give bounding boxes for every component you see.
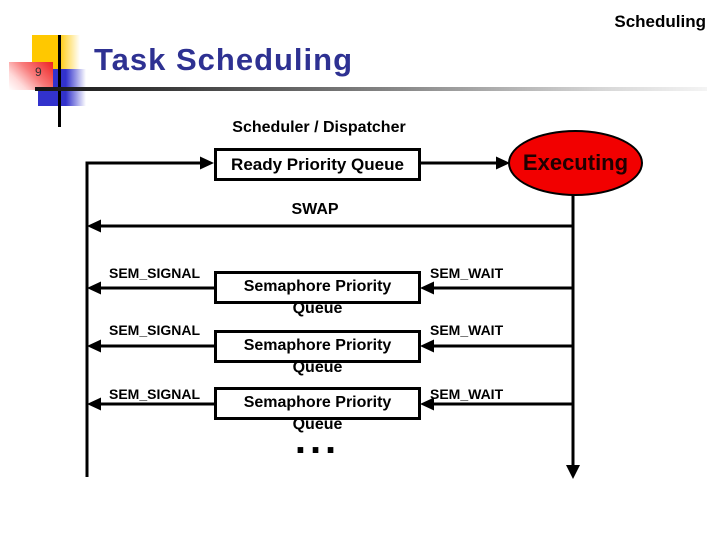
more-queues-ellipsis: ... xyxy=(294,418,341,462)
semaphore-queue-line1: Semaphore Priority xyxy=(243,337,392,354)
slide-title: Task Scheduling xyxy=(94,42,354,77)
sem-signal-arrowhead-1 xyxy=(87,281,101,295)
sem-wait-label: SEM_WAIT xyxy=(430,386,504,402)
semaphore-queue-box-fill xyxy=(214,330,421,363)
sem-wait-arrowhead-1 xyxy=(420,281,434,295)
semaphore-queue-line2: Queue xyxy=(292,416,343,433)
right-rail-down-arrowhead xyxy=(566,465,580,479)
semaphore-queue-line2: Queue xyxy=(292,359,343,376)
semaphore-queue-box-label: Semaphore Priority Queue xyxy=(214,276,421,320)
swap-label: SWAP xyxy=(291,201,339,218)
sem-signal-arrowhead-2 xyxy=(87,339,101,353)
semaphore-queue-box-border xyxy=(214,387,421,420)
arrow-to-executing-head xyxy=(496,156,510,170)
semaphore-queue-box-fill xyxy=(214,271,421,304)
executing-ellipse: Executing xyxy=(508,130,643,196)
sem-wait-label: SEM_WAIT xyxy=(430,322,504,338)
ready-priority-queue-box: Ready Priority Queue xyxy=(214,148,421,181)
semaphore-queue-line1: Semaphore Priority xyxy=(243,394,392,411)
section-header: Scheduling xyxy=(614,12,706,31)
swap-arrowhead xyxy=(87,219,101,233)
sem-signal-label: SEM_SIGNAL xyxy=(108,265,200,281)
decoration-red-square: 9 xyxy=(9,62,53,90)
semaphore-queue-line2: Queue xyxy=(292,300,343,317)
sem-wait-label: SEM_WAIT xyxy=(430,265,504,281)
semaphore-queue-box-fill xyxy=(214,387,421,420)
decoration-vertical-line xyxy=(58,35,61,127)
semaphore-queue-box-label: Semaphore Priority Queue xyxy=(214,335,421,379)
scheduler-dispatcher-label: Scheduler / Dispatcher xyxy=(232,119,406,136)
sem-signal-arrowhead-3 xyxy=(87,397,101,411)
sem-wait-arrowhead-3 xyxy=(420,397,434,411)
semaphore-queue-box-border xyxy=(214,330,421,363)
semaphore-queue-box-label: Semaphore Priority Queue xyxy=(214,392,421,436)
semaphore-queue-box-border xyxy=(214,271,421,304)
sem-wait-arrowhead-2 xyxy=(420,339,434,353)
sem-signal-label: SEM_SIGNAL xyxy=(108,386,200,402)
title-underline-rule xyxy=(35,87,707,91)
slide-number: 9 xyxy=(35,65,42,79)
semaphore-queue-line1: Semaphore Priority xyxy=(243,278,392,295)
arrow-to-ready-queue-head xyxy=(200,156,214,170)
sem-signal-label: SEM_SIGNAL xyxy=(108,322,200,338)
